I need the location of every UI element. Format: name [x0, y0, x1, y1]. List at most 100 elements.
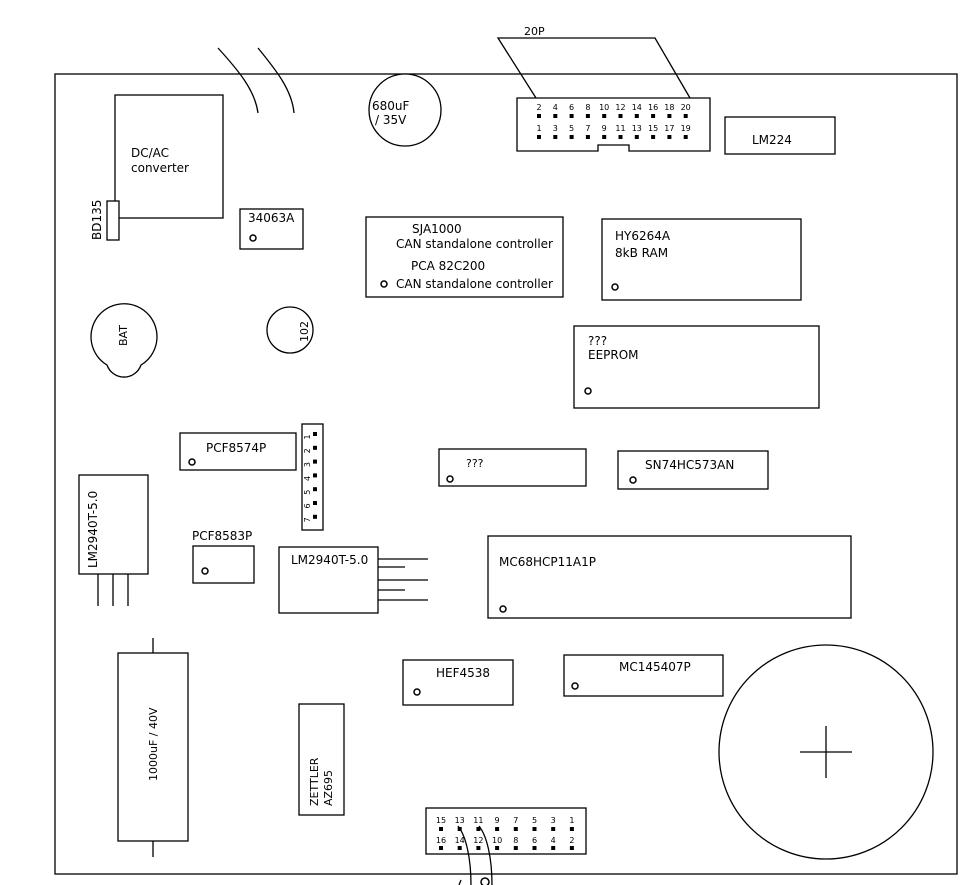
connector-16p-pin-label: 15 — [436, 816, 446, 825]
mc145407p-label: MC145407P — [619, 660, 691, 674]
hy6264a-label-1: HY6264A — [615, 229, 671, 243]
connector-20p-pin — [537, 135, 541, 139]
connector-20p-pin — [585, 114, 590, 118]
wire-top-left-1 — [217, 47, 259, 114]
connector-20p-pin-label: 11 — [615, 124, 625, 133]
connector-20p-pin-label: 20 — [681, 103, 691, 112]
connector-16p-body — [425, 807, 587, 855]
connector-16p-pin-label: 16 — [436, 836, 446, 845]
connector-20p-pin-label: 4 — [553, 103, 558, 112]
ic-lm224-label: LM224 — [752, 133, 792, 147]
mc68hcp11a1p-label: MC68HCP11A1P — [499, 555, 596, 569]
connector-20p-cable — [496, 37, 691, 99]
connector-20p-pin-label: 2 — [536, 103, 541, 112]
ic-sn74hc573an — [617, 450, 769, 490]
relay-label-1: ZETTLER — [308, 757, 321, 806]
eeprom-label-1: ??? — [588, 334, 607, 348]
ic-lm224 — [724, 116, 836, 155]
header-7pin-pin-label: 7 — [303, 517, 312, 522]
connector-20p-pin — [569, 135, 574, 139]
header-7pin-pin — [313, 445, 317, 450]
connector-16p-pin — [513, 846, 518, 850]
hy6264a-label-2: 8kB RAM — [615, 246, 668, 260]
capacitor-680uf-label-1: 680uF — [372, 99, 410, 113]
connector-20p-pin-label: 1 — [536, 124, 541, 133]
sn74hc573an-label: SN74HC573AN — [645, 458, 734, 472]
connector-20p-pin — [618, 114, 623, 118]
connector-20p-pin — [634, 114, 639, 118]
connector-20p-pin-label: 5 — [569, 124, 574, 133]
connector-16p-pin-label: 7 — [513, 816, 518, 825]
wire-bottom-ring — [480, 877, 490, 885]
mc145407p-pin1 — [571, 682, 579, 690]
pcf8574p-label: PCF8574P — [206, 441, 266, 455]
connector-16p-pin — [551, 846, 556, 850]
dcac-label-1: DC/AC — [131, 146, 169, 160]
connector-16p-pin — [551, 827, 556, 831]
connector-20p-pin — [553, 135, 558, 139]
header-7pin-pin — [313, 432, 317, 436]
connector-20p-pin-label: 16 — [648, 103, 658, 112]
hef4538-pin1 — [413, 688, 421, 696]
connector-20p-pin-label: 15 — [648, 124, 658, 133]
header-7pin-pin — [313, 473, 317, 478]
wire-bottom-1 — [457, 825, 472, 885]
connector-20p-pin — [537, 114, 541, 118]
board-outline — [54, 73, 958, 875]
connector-16p-pin — [495, 846, 500, 850]
wire-bottom-2 — [478, 825, 493, 885]
battery-holder — [90, 303, 158, 378]
connector-16p-pin — [495, 827, 500, 831]
connector-20p-pin-label: 13 — [632, 124, 642, 133]
eeprom-pin1 — [584, 387, 592, 395]
pcf8583p-pin1 — [201, 567, 209, 575]
connector-16p-pin — [513, 827, 518, 831]
sja1000-label-1: SJA1000 — [412, 222, 462, 236]
capacitor-1000uf — [117, 652, 189, 842]
connector-20p-pin — [553, 114, 558, 118]
sja1000-label-2: CAN standalone controller — [396, 237, 553, 251]
connector-20p-pin — [651, 114, 656, 118]
header-7pin-pin — [313, 514, 317, 519]
header-7pin-pin-label: 6 — [303, 503, 312, 508]
connector-16p-pin — [532, 827, 537, 831]
connector-20p-pin — [585, 135, 590, 139]
connector-20p-pin — [569, 114, 574, 118]
connector-20p-pin — [618, 135, 623, 139]
connector-20p-pin — [683, 114, 688, 118]
ic-unknown — [438, 448, 587, 487]
connector-20p-pin-label: 8 — [585, 103, 590, 112]
ic-pcf8574p — [179, 432, 297, 471]
connector-20p-pin-label: 17 — [664, 124, 674, 133]
connector-16p-pin-label: 14 — [455, 836, 465, 845]
connector-20p-pin-label: 9 — [602, 124, 607, 133]
hef4538-label: HEF4538 — [436, 666, 490, 680]
connector-20p-pin — [667, 114, 672, 118]
connector-20p-pin-label: 7 — [585, 124, 590, 133]
connector-16p-pin-label: 3 — [551, 816, 556, 825]
ic-34063a-label: 34063A — [248, 211, 295, 225]
pcf8583p-label: PCF8583P — [192, 529, 252, 543]
ic-mc68hcp11a1p — [487, 535, 852, 619]
connector-16p-pin-label: 2 — [569, 836, 574, 845]
connector-16p-pin-label: 12 — [473, 836, 483, 845]
connector-16p-pin-label: 10 — [492, 836, 502, 845]
ic-unknown-pin1 — [446, 475, 454, 483]
connector-16p-pin-label: 8 — [513, 836, 518, 845]
connector-16p-pin-label: 6 — [532, 836, 537, 845]
connector-16p-pin-label: 1 — [569, 816, 574, 825]
capacitor-680uf-label-2: / 35V — [375, 113, 407, 127]
ic-34063a-pin1 — [249, 234, 257, 242]
ic-34063a — [239, 208, 304, 250]
connector-16p-pin — [476, 827, 481, 831]
connector-16p-pin — [457, 846, 462, 850]
wire-top-left-2 — [257, 47, 295, 114]
connector-20p-pin — [634, 135, 639, 139]
mc68hcp11a1p-pin1 — [499, 605, 507, 613]
relay-zettler — [298, 703, 345, 816]
connector-20p-pin-label: 19 — [681, 124, 691, 133]
connector-20p-pin-label: 12 — [615, 103, 625, 112]
